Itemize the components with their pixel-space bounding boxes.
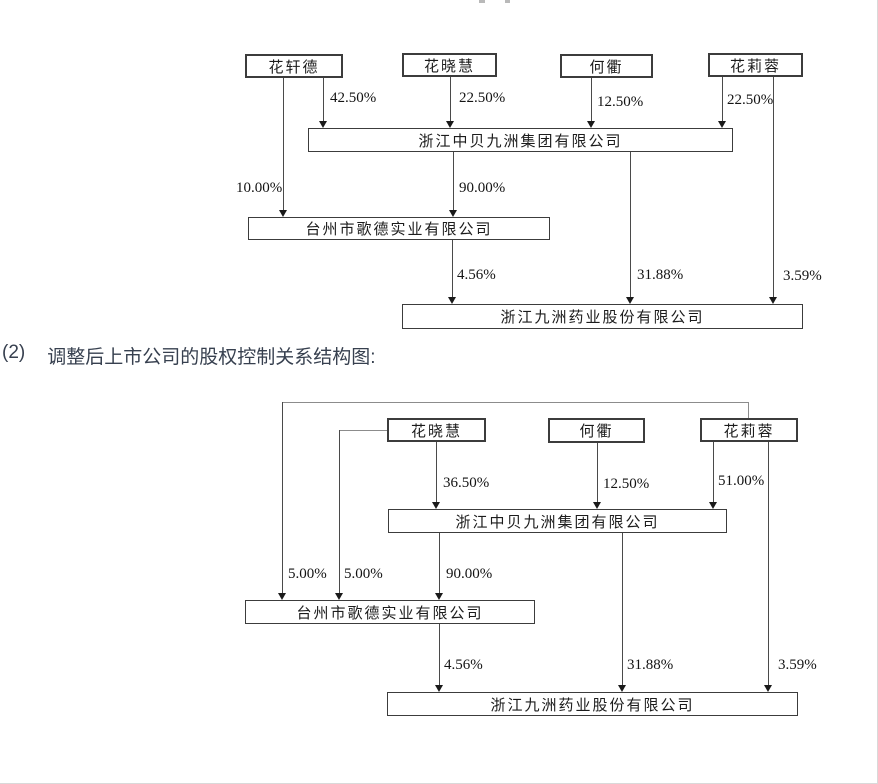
d1-edge-huaxuande-group-line [323, 78, 324, 122]
d2-node-hualirong: 花莉蓉 [700, 418, 798, 442]
d1-node-hequ-label: 何衢 [589, 59, 624, 76]
d1-node-huaxuande: 花轩德 [245, 54, 343, 78]
d2-arrowhead [435, 593, 443, 600]
d1-node-gede: 台州市歌德实业有限公司 [248, 217, 550, 240]
d2-edge-gede-jiuzhou-line [439, 624, 440, 687]
d2-connector-hualirong-up [748, 402, 749, 418]
d1-edge-huaxuande-gede-pct: 10.00% [236, 180, 283, 196]
d1-edge-huaxuande-gede-line [283, 78, 284, 212]
d2-edge-huaxiaohui-group-line [436, 442, 437, 503]
d2-node-huaxiaohui-label: 花晓慧 [410, 423, 462, 440]
d2-edge-hualirong-group-pct: 51.00% [718, 473, 765, 489]
d1-edge-hualirong-jiuzhou-pct: 3.59% [783, 268, 822, 284]
d1-edge-hualirong-jiuzhou-line [773, 77, 774, 299]
d2-arrowhead [435, 685, 443, 692]
d1-node-group: 浙江中贝九洲集团有限公司 [308, 128, 733, 152]
d1-arrowhead [626, 297, 634, 304]
d2-edge-huaxiaohui-group-pct: 36.50% [443, 475, 490, 491]
d2-node-group: 浙江中贝九洲集团有限公司 [388, 509, 727, 533]
d2-edge-huaxiaohui-gede-line [339, 430, 340, 595]
d1-edge-gede-jiuzhou-pct: 4.56% [457, 267, 496, 283]
d2-node-gede: 台州市歌德实业有限公司 [245, 600, 535, 624]
section-heading: (2) 调整后上市公司的股权控制关系结构图: [2, 342, 376, 369]
d2-arrowhead [618, 685, 626, 692]
d2-arrowhead [335, 593, 343, 600]
section-number: (2) [2, 342, 26, 363]
d2-node-jiuzhou: 浙江九洲药业股份有限公司 [387, 692, 798, 716]
d2-arrowhead [764, 685, 772, 692]
d1-arrowhead [769, 297, 777, 304]
d2-arrowhead [593, 502, 601, 509]
d2-edge-hequ-group-pct: 12.50% [603, 476, 650, 492]
d2-edge-hualirong-jiuzhou-line [768, 442, 769, 687]
d2-edge-hualirong-group-line [713, 442, 714, 503]
d1-edge-hequ-group-line [591, 78, 592, 122]
d1-node-hualirong-label: 花莉蓉 [729, 58, 781, 75]
d2-node-hequ-label: 何衢 [579, 424, 614, 440]
d2-node-group-label: 浙江中贝九洲集团有限公司 [455, 514, 660, 531]
d1-edge-group-jiuzhou-line [630, 152, 631, 299]
section-title: 调整后上市公司的股权控制关系结构图: [47, 347, 376, 368]
d1-edge-huaxiaohui-group-line [450, 77, 451, 122]
d1-arrowhead [587, 121, 595, 128]
d1-node-jiuzhou-label: 浙江九洲药业股份有限公司 [500, 310, 705, 326]
d1-node-huaxuande-label: 花轩德 [268, 59, 320, 76]
d2-edge-group-jiuzhou-line [622, 533, 623, 687]
d2-node-gede-label: 台州市歌德实业有限公司 [296, 605, 484, 622]
d1-edge-gede-jiuzhou-line [452, 240, 453, 299]
d1-arrowhead [448, 297, 456, 304]
d1-edge-hualirong-group-pct: 22.50% [727, 92, 774, 108]
d2-arrowhead [432, 502, 440, 509]
d2-node-jiuzhou-label: 浙江九洲药业股份有限公司 [490, 697, 695, 714]
d2-connector-top-horizontal [283, 402, 749, 403]
d2-edge-hualirong-gede-line [282, 402, 283, 595]
d1-node-jiuzhou: 浙江九洲药业股份有限公司 [402, 304, 803, 329]
d1-node-huaxiaohui: 花晓慧 [402, 53, 497, 77]
d2-node-hequ: 何衢 [548, 418, 645, 443]
d1-edge-huaxiaohui-group-pct: 22.50% [459, 90, 506, 106]
d1-arrowhead [279, 210, 287, 217]
d1-node-gede-label: 台州市歌德实业有限公司 [305, 222, 493, 238]
d1-node-huaxiaohui-label: 花晓慧 [423, 58, 475, 75]
d2-edge-hequ-group-line [597, 443, 598, 503]
clipped-text-artifact [479, 0, 485, 3]
d1-node-hequ: 何衢 [560, 54, 653, 78]
d1-arrowhead [446, 121, 454, 128]
d2-edge-huaxiaohui-gede-pct: 5.00% [344, 566, 383, 582]
clipped-text-artifact [505, 0, 510, 3]
d1-arrowhead [718, 121, 726, 128]
d1-edge-hualirong-group-line [722, 77, 723, 122]
d2-edge-hualirong-jiuzhou-pct: 3.59% [778, 657, 817, 673]
d2-edge-gede-jiuzhou-pct: 4.56% [444, 657, 483, 673]
d2-connector-huaxiaohui-left [339, 430, 387, 431]
d2-node-hualirong-label: 花莉蓉 [723, 423, 775, 440]
d1-node-group-label: 浙江中贝九洲集团有限公司 [418, 133, 623, 150]
d1-edge-group-gede-line [453, 152, 454, 212]
d2-arrowhead [278, 593, 286, 600]
d1-edge-hequ-group-pct: 12.50% [597, 94, 644, 110]
d1-arrowhead [319, 121, 327, 128]
d1-edge-group-gede-pct: 90.00% [459, 180, 506, 196]
d2-edge-group-gede-line [439, 533, 440, 595]
d2-arrowhead [709, 502, 717, 509]
d1-edge-huaxuande-group-pct: 42.50% [330, 90, 377, 106]
d1-arrowhead [449, 210, 457, 217]
d2-edge-group-gede-pct: 90.00% [446, 566, 493, 582]
d2-edge-group-jiuzhou-pct: 31.88% [627, 657, 674, 673]
d2-node-huaxiaohui: 花晓慧 [387, 418, 486, 442]
d1-edge-group-jiuzhou-pct: 31.88% [637, 267, 684, 283]
d2-edge-hualirong-gede-pct: 5.00% [288, 566, 327, 582]
d1-node-hualirong: 花莉蓉 [708, 53, 803, 77]
